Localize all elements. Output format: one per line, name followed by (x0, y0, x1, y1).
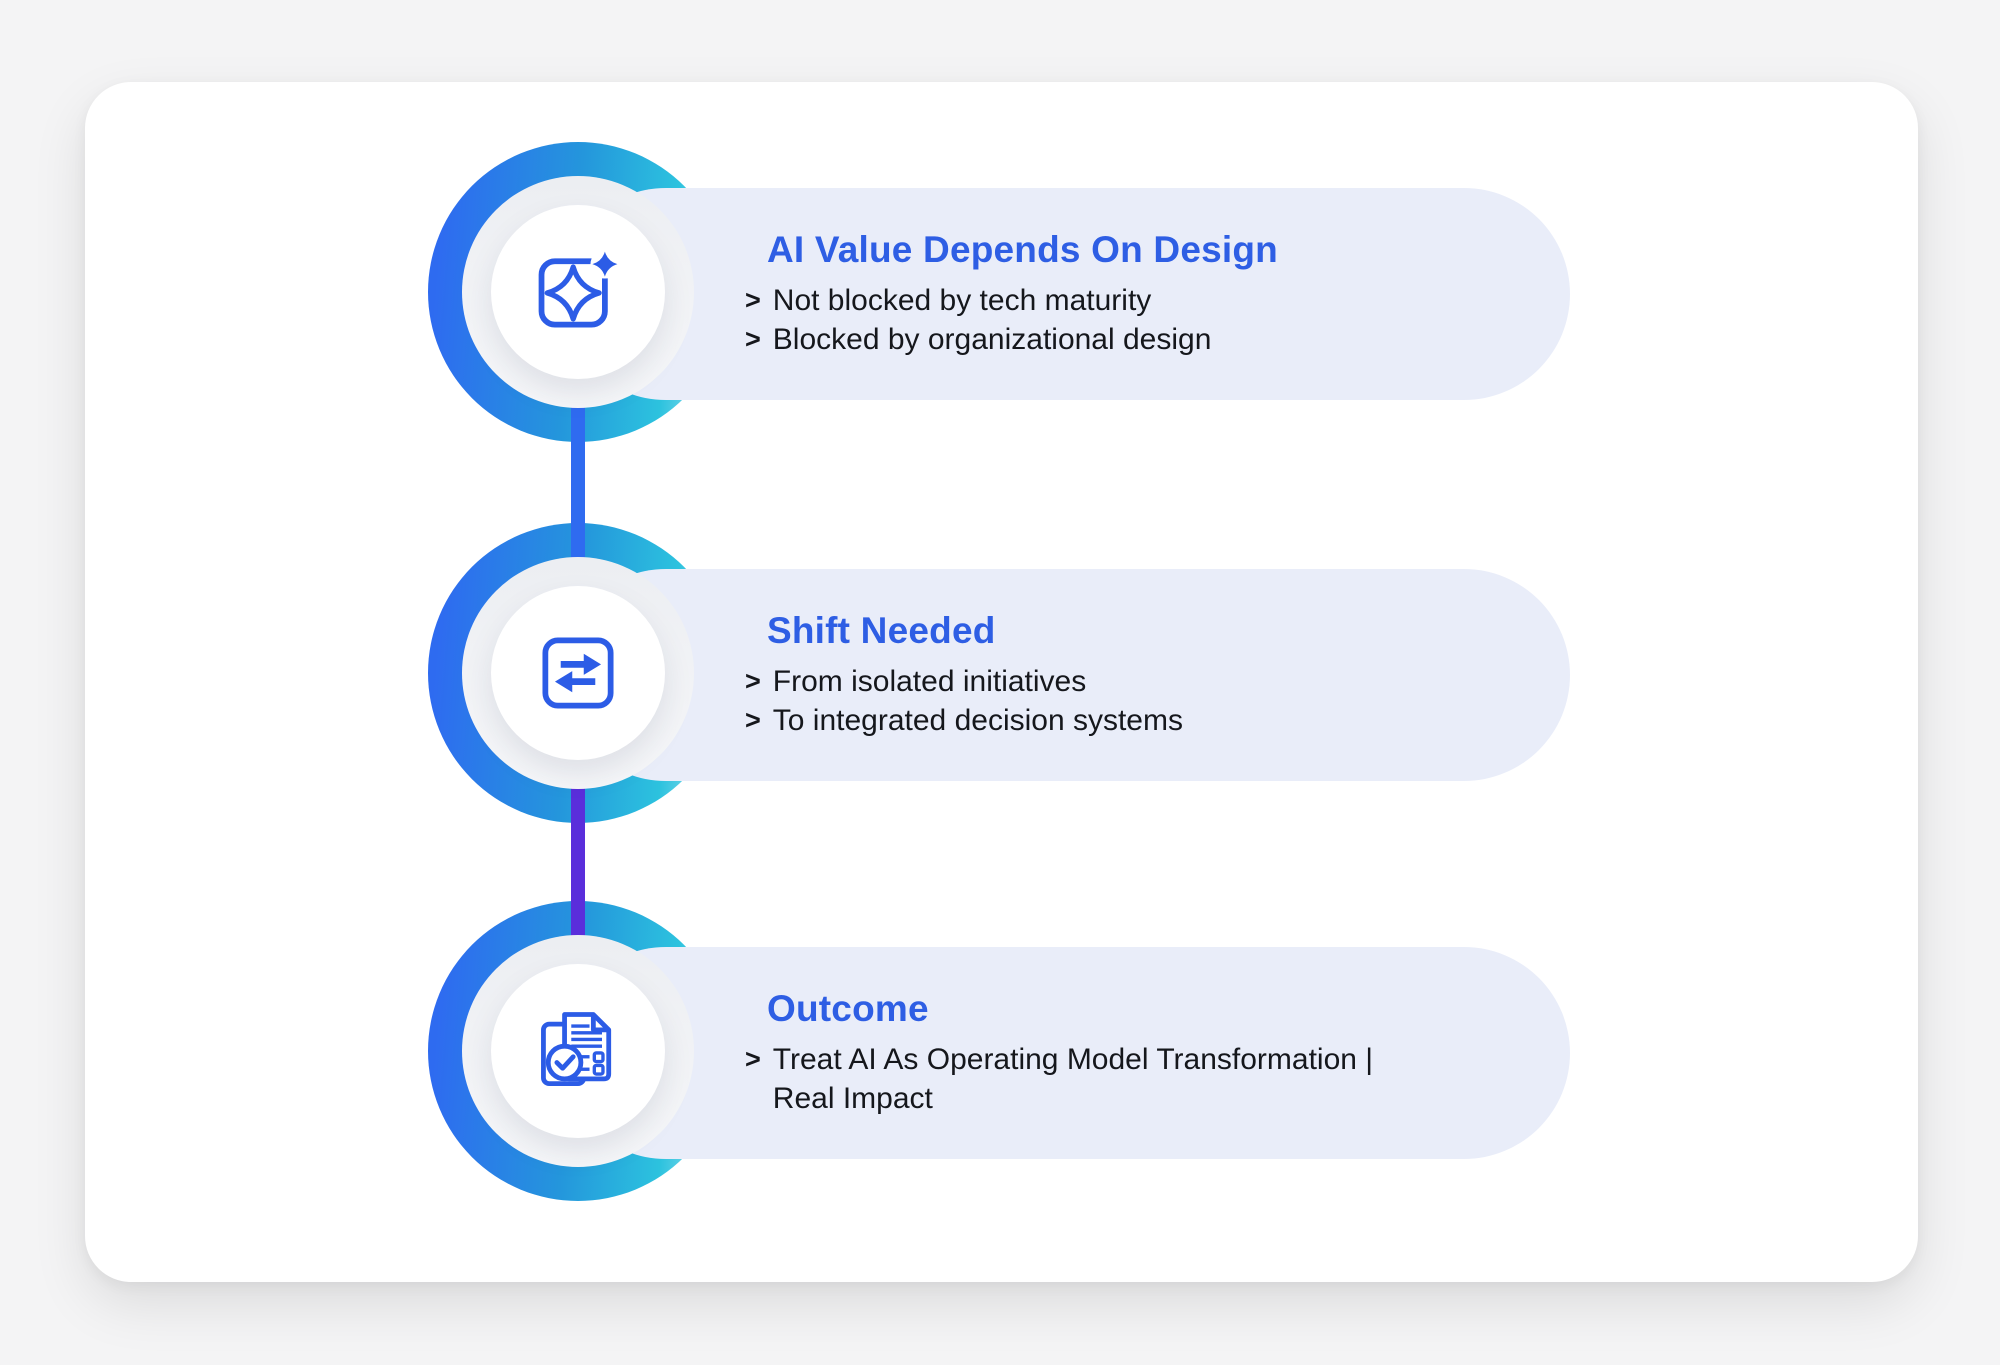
step-title: Shift Needed (767, 610, 996, 651)
bullet-item: > To integrated decision systems (745, 701, 1522, 740)
bullet-text: Blocked by organizational design (772, 323, 1212, 356)
infographic-card: AI Value Depends On Design > Not blocked… (85, 82, 1918, 1282)
icon-circle (491, 586, 665, 760)
chevron-bullet-icon: > (745, 285, 761, 315)
chevron-bullet-icon: > (745, 705, 761, 735)
bullet-text: Not blocked by tech maturity (772, 284, 1152, 317)
inner-ring (462, 176, 694, 408)
inner-ring (462, 935, 694, 1167)
bullet-text: Treat AI As Operating Model Transformati… (772, 1043, 1374, 1115)
inner-ring (462, 557, 694, 789)
bullet-text: From isolated initiatives (772, 665, 1087, 698)
chevron-bullet-icon: > (745, 324, 761, 354)
transfer-arrows-icon (542, 637, 614, 709)
step-title: Outcome (767, 988, 929, 1029)
bullet-item: > Not blocked by tech maturity (745, 281, 1522, 320)
bullet-item: > From isolated initiatives (745, 662, 1522, 701)
bullet-item: > Treat AI As Operating Model Transforma… (745, 1040, 1522, 1118)
icon-circle (491, 205, 665, 379)
bullet-text: To integrated decision systems (772, 704, 1183, 737)
step-card: Outcome > Treat AI As Operating Model Tr… (560, 947, 1570, 1159)
step-title: AI Value Depends On Design (767, 229, 1278, 270)
chevron-bullet-icon: > (745, 666, 761, 696)
sparkle-icon (538, 249, 620, 328)
document-check-icon (541, 1012, 612, 1087)
chevron-bullet-icon: > (745, 1044, 761, 1074)
step-card: AI Value Depends On Design > Not blocked… (560, 188, 1570, 400)
step-card: Shift Needed > From isolated initiatives… (560, 569, 1570, 781)
icon-circle (491, 964, 665, 1138)
bullet-item: > Blocked by organizational design (745, 320, 1522, 359)
